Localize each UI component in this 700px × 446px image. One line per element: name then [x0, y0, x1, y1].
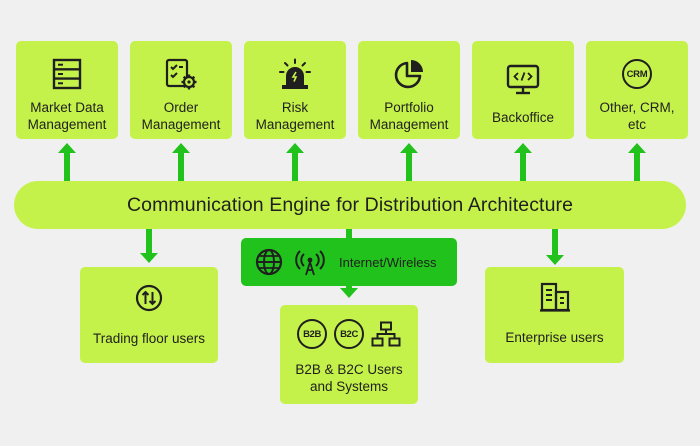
market-data-management-box: Market Data Management	[16, 41, 118, 139]
trading-floor-label: Trading floor users	[92, 331, 206, 346]
office-buildings-icon	[539, 282, 571, 312]
wireless-tower-icon	[295, 248, 325, 276]
other-crm-box: CRM Other, CRM, etc	[586, 41, 688, 139]
arrow-down-enterprise	[546, 229, 564, 265]
arrow-up-backoffice	[514, 143, 532, 181]
backoffice-box: Backoffice	[472, 41, 574, 139]
b2c-badge-icon: B2C	[334, 319, 364, 349]
risk-management-box: Risk Management	[244, 41, 346, 139]
b2c-badge-text: B2C	[340, 328, 358, 340]
portfolio-management-box: Portfolio Management	[358, 41, 460, 139]
arrow-up-crm	[628, 143, 646, 181]
up-down-arrows-icon	[135, 284, 163, 312]
server-rack-icon	[52, 55, 82, 93]
code-monitor-icon	[506, 61, 540, 99]
engine-label: Communication Engine for Distribution Ar…	[126, 193, 574, 216]
network-label: Internet/Wireless	[339, 254, 437, 270]
network-hierarchy-icon	[371, 321, 401, 347]
checklist-gear-icon	[164, 55, 198, 93]
arrow-up-portfolio	[400, 143, 418, 181]
module-label: Risk Management	[255, 100, 335, 132]
b2b-b2c-label: B2B & B2C Users and Systems	[295, 362, 403, 394]
module-label: Portfolio Management	[369, 100, 449, 132]
pie-chart-icon	[393, 55, 425, 93]
order-management-box: Order Management	[130, 41, 232, 139]
arrow-down-trading	[140, 229, 158, 263]
communication-engine-bar: Communication Engine for Distribution Ar…	[14, 181, 686, 229]
module-label: Other, CRM, etc	[599, 100, 675, 132]
module-label: Backoffice	[491, 110, 555, 125]
module-label: Market Data Management	[27, 100, 107, 132]
trading-floor-users-box: Trading floor users	[80, 267, 218, 363]
b2b-badge-icon: B2B	[297, 319, 327, 349]
crm-badge-text: CRM	[626, 68, 648, 80]
crm-badge-icon: CRM	[622, 55, 652, 93]
enterprise-users-box: Enterprise users	[485, 267, 624, 363]
alarm-siren-icon	[278, 55, 312, 93]
b2b-b2c-users-box: B2B B2C B2B & B2C Users and Systems	[280, 305, 418, 404]
internet-wireless-box: Internet/Wireless	[241, 238, 457, 286]
module-label: Order Management	[141, 100, 221, 132]
arrow-up-order	[172, 143, 190, 181]
arrow-up-market-data	[58, 143, 76, 181]
globe-icon	[255, 248, 283, 276]
arrow-up-risk	[286, 143, 304, 181]
b2b-badge-text: B2B	[303, 328, 321, 340]
enterprise-users-label: Enterprise users	[505, 330, 604, 345]
